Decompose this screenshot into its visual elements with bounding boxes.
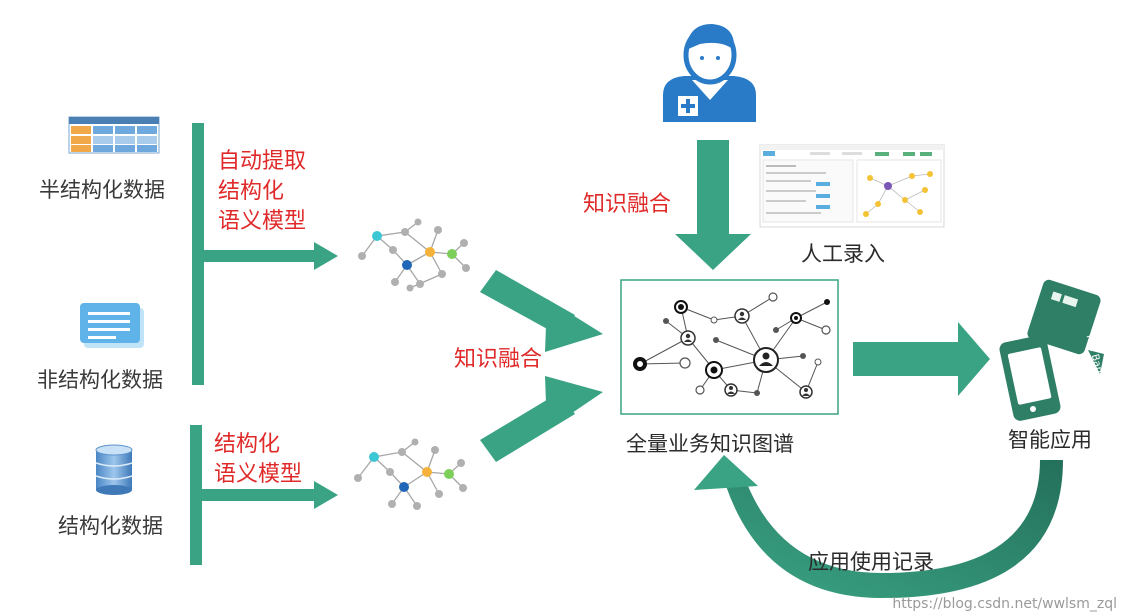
auto-extract-line3: 语义模型 [218, 209, 307, 234]
bracket-upper [192, 123, 338, 385]
watermark: https://blog.csdn.net/wwlsm_zql [892, 596, 1117, 612]
bracket-lower [190, 425, 338, 565]
small-network-lower [354, 438, 467, 510]
smart-app-label: 智能应用 [1008, 428, 1092, 452]
table-icon [68, 116, 160, 154]
database-icon [95, 444, 133, 495]
fusion-arrow-lower [480, 376, 603, 462]
feedback-loop-arrow [694, 455, 1063, 598]
small-network-upper [358, 218, 470, 292]
fusion-arrow-upper [480, 270, 603, 352]
expert-user-icon [663, 24, 756, 122]
output-arrow [853, 322, 990, 396]
structured-model-line2: 语义模型 [214, 462, 303, 487]
fusion-label-top: 知识融合 [583, 192, 672, 217]
auto-extract-line1: 自动提取 [218, 149, 307, 174]
structured-data-label: 结构化数据 [58, 514, 163, 538]
document-icon [80, 303, 144, 348]
knowledge-graph-label: 全量业务知识图谱 [626, 432, 794, 456]
auto-extract-label: 自动提取 结构化 语义模型 [218, 147, 306, 237]
fusion-label-middle: 知识融合 [454, 347, 543, 372]
manual-entry-label: 人工录入 [801, 242, 885, 266]
unstructured-data-label: 非结构化数据 [37, 368, 163, 392]
structured-model-label: 结构化 语义模型 [214, 430, 302, 490]
manual-entry-screenshot [759, 144, 945, 228]
knowledge-graph-box [620, 279, 839, 415]
auto-extract-line2: 结构化 [218, 179, 285, 204]
usage-record-label: 应用使用记录 [808, 550, 934, 574]
semi-structured-data-label: 半结构化数据 [39, 178, 165, 202]
smart-app-icon: The Bank [999, 279, 1106, 421]
structured-model-line1: 结构化 [214, 432, 281, 457]
manual-fusion-arrow [675, 140, 751, 270]
